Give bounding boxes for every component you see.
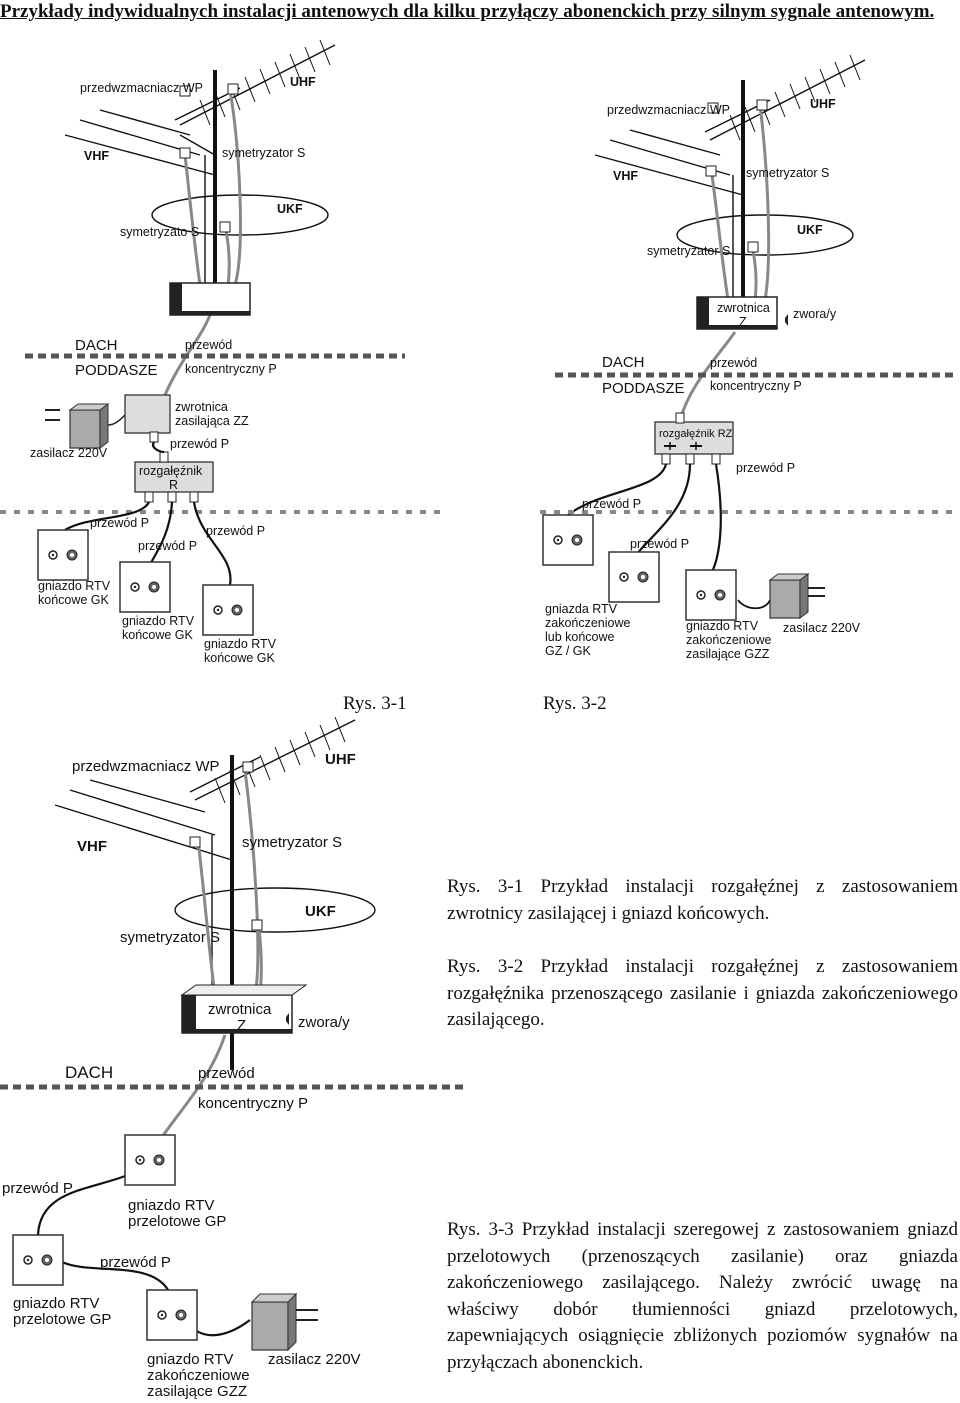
label-przewod-p2: przewód P	[100, 1254, 171, 1271]
label-zasilacz: zasilacz 220V	[268, 1351, 361, 1368]
label-gniazdo3-b: końcowe GK	[204, 651, 276, 665]
label-zwrotnica: zwrotnica	[194, 285, 247, 299]
label-gniazdo3-a: gniazdo RTV	[204, 637, 277, 651]
label-przewod-p3: przewód P	[206, 524, 265, 538]
label-poddasze: PODDASZE	[75, 362, 158, 379]
label-dach: DACH	[65, 1063, 113, 1082]
label-gz-a: gniazda RTV	[545, 602, 618, 616]
label-koncentryczny: koncentryczny P	[185, 362, 277, 376]
label-zwora: zwora/y	[298, 1014, 350, 1031]
label-zwrotnica-z: Z	[739, 315, 747, 329]
label-przedwzmacniacz: przedwzmacniacz WP	[80, 81, 203, 95]
label-rozgaleznik: rozgałęźnik RZ	[659, 428, 733, 440]
label-gzz-a: gniazdo RTV	[147, 1351, 233, 1368]
label-gniazdo1-b: końcowe GK	[38, 593, 110, 607]
label-vhf: VHF	[84, 149, 109, 163]
label-gniazdo2-b: końcowe GK	[122, 628, 194, 642]
label-zwrotnica: zwrotnica	[717, 301, 770, 315]
label-gp1-a: gniazdo RTV	[128, 1197, 214, 1214]
label-przewod: przewód	[710, 356, 757, 370]
caption-rys-3-1: Rys. 3-1 Przykład instalacji rozgałęźnej…	[447, 876, 958, 924]
label-przewod-p3: przewód P	[630, 537, 689, 551]
label-zasilacz: zasilacz 220V	[783, 621, 861, 635]
label-przewod-p1: przewód P	[2, 1180, 73, 1197]
label-gz-b: zakończeniowe	[545, 616, 631, 630]
label-symetryzator-left: symetryzator S	[120, 929, 220, 946]
label-gp2-a: gniazdo RTV	[13, 1295, 99, 1312]
label-zwrotnica-zas-2: zasilająca ZZ	[175, 414, 249, 428]
label-uhf: UHF	[290, 75, 316, 89]
label-zwrotnica-zas-1: zwrotnica	[175, 400, 228, 414]
label-przedwzmacniacz: przedwzmacniacz WP	[607, 103, 730, 117]
label-uhf: UHF	[325, 751, 356, 768]
label-zwrotnica: zwrotnica	[208, 1001, 272, 1018]
label-gp1-b: przelotowe GP	[128, 1213, 226, 1230]
label-przewod: przewód	[198, 1065, 255, 1082]
label-rozgaleznik-r: R	[169, 478, 178, 492]
label-gzz-c: zasilające GZZ	[686, 647, 770, 661]
label-gzz-a: gniazdo RTV	[686, 619, 759, 633]
page-title: Przykłady indywidualnych instalacji ante…	[0, 1, 935, 22]
label-zwrotnica-z: Z	[218, 299, 226, 313]
label-gniazdo1-a: gniazdo RTV	[38, 579, 111, 593]
label-vhf: VHF	[613, 169, 638, 183]
label-symetryzator: symetryzator S	[222, 146, 305, 160]
label-przewod-p2: przewód P	[90, 516, 149, 530]
label-koncentryczny: koncentryczny P	[198, 1095, 308, 1112]
label-symetryzator-left: symetryzator S	[647, 244, 730, 258]
figure-label-3-1: Rys. 3-1	[343, 693, 407, 714]
label-gz-c: lub końcowe	[545, 630, 615, 644]
label-dach: DACH	[602, 354, 645, 371]
label-zwrotnica-z: Z	[237, 1017, 246, 1034]
label-rozgaleznik: rozgałęźnik	[139, 464, 203, 478]
label-gzz-b: zakończeniowe	[147, 1367, 250, 1384]
label-symetryzator-left: symetryzato S	[120, 225, 199, 239]
label-poddasze: PODDASZE	[602, 380, 685, 397]
figure-3-2: przedwzmacniacz WP UHF VHF symetryzator …	[540, 54, 958, 714]
label-ukf: UKF	[797, 223, 823, 237]
label-zasilacz: zasilacz 220V	[30, 446, 108, 460]
label-symetryzator: symetryzator S	[746, 166, 829, 180]
caption-rys-3-2: Rys. 3-2 Przykład instalacji rozgałęźnej…	[447, 956, 958, 1030]
label-gp2-b: przelotowe GP	[13, 1311, 111, 1328]
label-koncentryczny: koncentryczny P	[710, 379, 802, 393]
label-przewod-p1: przewód P	[170, 437, 229, 451]
label-gzz-c: zasilające GZZ	[147, 1383, 247, 1400]
label-przewod: przewód	[185, 338, 232, 352]
figure-3-3: przedwzmacniacz WP UHF VHF symetryzator …	[0, 716, 465, 1400]
label-przewod-p2: przewód P	[582, 497, 641, 511]
label-dach: DACH	[75, 337, 118, 354]
label-ukf: UKF	[277, 202, 303, 216]
label-przewod-p4: przewód P	[138, 539, 197, 553]
label-ukf: UKF	[305, 903, 336, 920]
figure-3-1: przedwzmacniacz WP UHF VHF symetryzator …	[0, 39, 440, 714]
label-gniazdo2-a: gniazdo RTV	[122, 614, 195, 628]
caption-rys-3-3: Rys. 3-3 Przykład instalacji szeregowej …	[447, 1219, 958, 1373]
label-przewod-p1: przewód P	[736, 461, 795, 475]
label-uhf: UHF	[810, 97, 836, 111]
label-symetryzator: symetryzator S	[242, 834, 342, 851]
label-vhf: VHF	[77, 838, 107, 855]
label-zwora: zwora/y	[793, 307, 837, 321]
label-przedwzmacniacz: przedwzmacniacz WP	[72, 758, 220, 775]
figure-label-3-2: Rys. 3-2	[543, 693, 607, 714]
label-gzz-b: zakończeniowe	[686, 633, 772, 647]
label-gz-d: GZ / GK	[545, 644, 592, 658]
